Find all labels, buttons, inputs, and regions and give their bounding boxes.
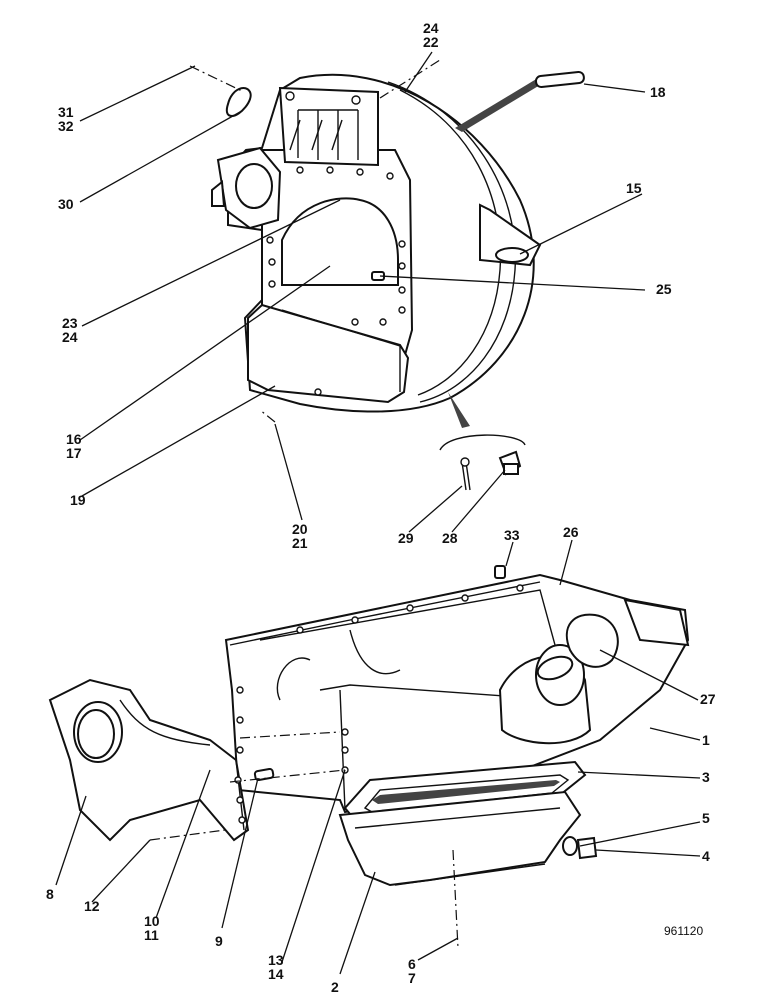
callout-label: 29 bbox=[398, 530, 414, 546]
callout-label: 32 bbox=[58, 118, 74, 134]
centre-lines bbox=[149, 59, 459, 949]
shading-marks bbox=[448, 78, 545, 428]
callout-label: 33 bbox=[504, 527, 520, 543]
callout-label: 22 bbox=[423, 34, 439, 50]
callout-label: 6 bbox=[408, 956, 416, 972]
callout-label: 2 bbox=[331, 979, 339, 995]
callout-label: 25 bbox=[656, 281, 672, 297]
callout-label: 18 bbox=[650, 84, 666, 100]
callout-label: 1 bbox=[702, 732, 710, 748]
drawing-reference-number: 961120 bbox=[664, 924, 703, 938]
callout-label: 28 bbox=[442, 530, 458, 546]
callout-label: 9 bbox=[215, 933, 223, 949]
split-pin-29 bbox=[460, 457, 471, 491]
callout-labels: 31 32 24 22 18 30 15 25 23 24 16 17 19 2… bbox=[46, 20, 716, 995]
callout-label: 16 bbox=[66, 431, 82, 447]
callout-label: 23 bbox=[62, 315, 78, 331]
callout-label: 11 bbox=[144, 927, 159, 943]
callout-label: 20 bbox=[292, 521, 308, 537]
pin-18 bbox=[534, 71, 585, 88]
leader-lines bbox=[55, 51, 701, 975]
callout-label: 27 bbox=[700, 691, 716, 707]
washer-5 bbox=[562, 836, 578, 856]
callout-label: 15 bbox=[626, 180, 642, 196]
flywheel-housing bbox=[211, 73, 542, 413]
sump-casting bbox=[224, 565, 690, 814]
plug-30 bbox=[225, 87, 252, 118]
callout-label: 10 bbox=[144, 913, 160, 929]
callout-label: 3 bbox=[702, 769, 710, 785]
callout-label: 21 bbox=[292, 535, 308, 551]
callout-label: 8 bbox=[46, 886, 54, 902]
callout-label: 4 bbox=[702, 848, 710, 864]
callout-label: 24 bbox=[423, 20, 439, 36]
drain-plug-4 bbox=[576, 836, 598, 860]
callout-label: 24 bbox=[62, 329, 78, 345]
plug-28 bbox=[498, 450, 522, 476]
callout-label: 31 bbox=[58, 104, 74, 120]
oil-pan-2 bbox=[338, 790, 582, 887]
callout-label: 14 bbox=[268, 966, 284, 982]
bracket-curve bbox=[439, 434, 526, 451]
callout-label: 13 bbox=[268, 952, 284, 968]
callout-label: 12 bbox=[84, 898, 100, 914]
sump-bolt-holes bbox=[236, 584, 524, 774]
callout-label: 5 bbox=[702, 810, 710, 826]
housing-bolt-holes bbox=[266, 166, 406, 326]
callout-label: 17 bbox=[66, 445, 82, 461]
callout-label: 7 bbox=[408, 970, 416, 986]
callout-label: 19 bbox=[70, 492, 86, 508]
callout-label: 30 bbox=[58, 196, 74, 212]
callout-label: 26 bbox=[563, 524, 579, 540]
